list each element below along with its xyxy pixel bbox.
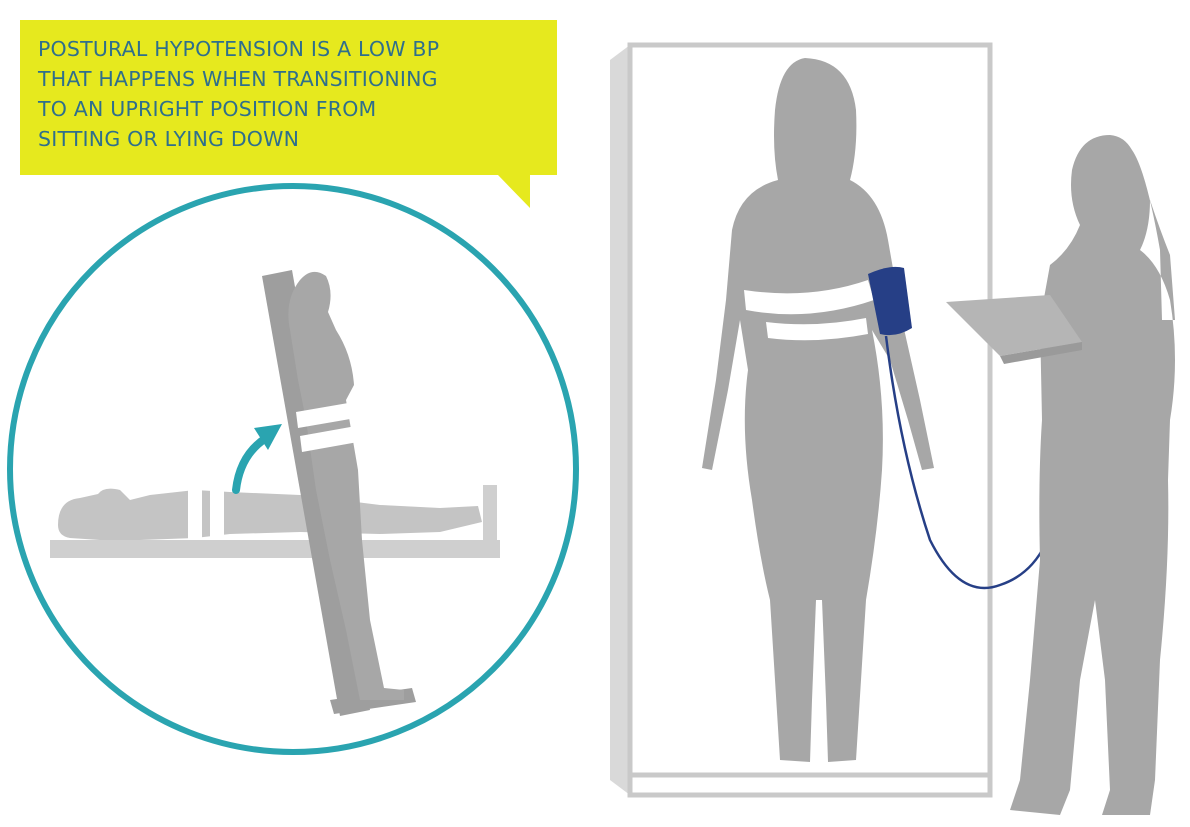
measurement-scene [610,45,1175,815]
clinician-figure [1010,135,1175,815]
tilt-table-inset [10,186,576,752]
patient-figure [702,58,934,762]
callout-line: TO AN UPRIGHT POSITION FROM [38,94,558,124]
callout-line: THAT HAPPENS WHEN TRANSITIONING [38,64,558,94]
callout-line: POSTURAL HYPOTENSION IS A LOW BP [38,34,558,64]
callout-text: POSTURAL HYPOTENSION IS A LOW BP THAT HA… [38,34,558,154]
inset-circle [10,186,576,752]
callout-line: SITTING OR LYING DOWN [38,124,558,154]
